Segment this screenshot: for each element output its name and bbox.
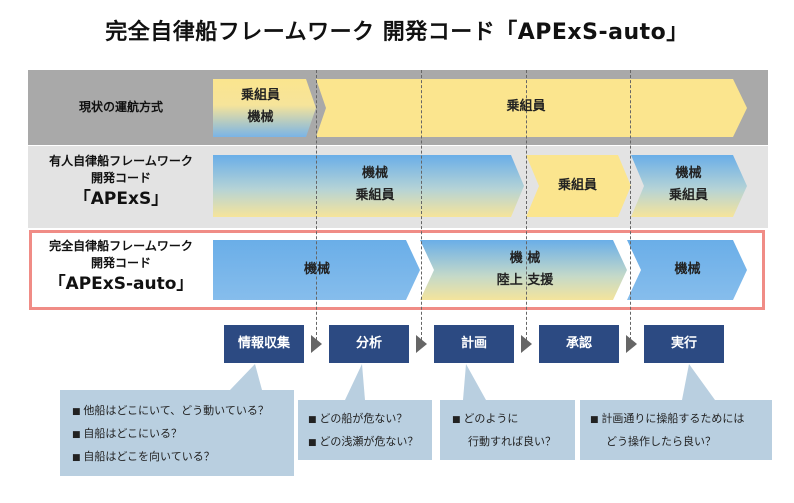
row-label-current-operation: 現状の運航方式 xyxy=(28,99,214,116)
step-approval: 承認 xyxy=(539,325,619,363)
bubble-item: どのように xyxy=(452,408,556,431)
row3-segment-arrow-3 xyxy=(627,240,747,300)
row-label-code: 「APExS」 xyxy=(73,189,169,209)
divider-line xyxy=(526,70,527,340)
bubble-item: 計画通りに操船するためには xyxy=(590,408,744,431)
row-label-apexs-auto: 完全自律船フレームワーク 開発コード 「APExS-auto」 xyxy=(28,238,214,296)
step-planning: 計画 xyxy=(434,325,514,363)
step-arrow-icon xyxy=(626,335,637,353)
segment-line: 機械 xyxy=(303,262,330,277)
segment-sub: 機械 xyxy=(247,110,274,125)
row1-segment-arrow-1 xyxy=(213,79,316,137)
row-label-line: 現状の運航方式 xyxy=(78,100,163,114)
segment-line: 乗組員 xyxy=(557,178,597,193)
row-label-line: 開発コード xyxy=(90,256,151,270)
step-arrow-icon xyxy=(521,335,532,353)
bubble-item: 自船はどこを向いている？ xyxy=(72,446,269,469)
row-label-apexs: 有人自律船フレームワーク 開発コード 「APExS」 xyxy=(28,153,214,211)
step-arrow-icon xyxy=(416,335,427,353)
row-label-line: 開発コード xyxy=(90,171,151,185)
bubble-item-continued: どう操作したら良い？ xyxy=(606,435,716,448)
segment-line: 乗組員 xyxy=(355,188,395,203)
row3-segment-1-label: 機械 xyxy=(262,259,372,281)
row3-segment-2-label: 機 械 陸上 支援 xyxy=(460,248,590,292)
segment-line: 機械 xyxy=(674,262,701,277)
row1-segment-2-label: 乗組員 xyxy=(326,96,726,118)
bubble-planning: どのように 行動すれば良い？ xyxy=(452,408,556,453)
bubble-analysis: どの船が危ない？ どの浅瀬が危ない？ xyxy=(308,408,418,454)
step-arrow-icon xyxy=(311,335,322,353)
segment-line: 乗組員 xyxy=(668,188,708,203)
segment-line: 機 械 xyxy=(509,251,541,266)
row3-segment-arrow-2 xyxy=(420,240,627,300)
step-information-gathering: 情報収集 xyxy=(224,325,304,363)
divider-line xyxy=(630,70,631,340)
row-label-line: 有人自律船フレームワーク xyxy=(49,154,193,168)
row-label-code: 「APExS-auto」 xyxy=(48,274,194,294)
segment-line: 機械 xyxy=(361,166,388,181)
step-execution: 実行 xyxy=(644,325,724,363)
step-analysis: 分析 xyxy=(329,325,409,363)
row2-segment-arrow-3 xyxy=(631,155,747,217)
row2-segment-arrow-2 xyxy=(526,155,631,217)
divider-line xyxy=(316,70,317,340)
bubble-item: どの船が危ない？ xyxy=(308,408,418,431)
row-label-line: 完全自律船フレームワーク xyxy=(49,239,193,253)
bubble-item: 自船はどこにいる？ xyxy=(72,423,269,446)
bubble-item-continued: 行動すれば良い？ xyxy=(468,435,556,448)
segment-sub: 陸上 支援 xyxy=(496,273,554,288)
bubble-information-gathering: 他船はどこにいて、どう動いている？ 自船はどこにいる？ 自船はどこを向いている？ xyxy=(72,400,269,469)
row3-segment-3-label: 機械 xyxy=(640,259,735,281)
bubble-execution: 計画通りに操船するためには どう操作したら良い？ xyxy=(590,408,744,453)
bubble-item: 他船はどこにいて、どう動いている？ xyxy=(72,400,268,423)
row2-segment-arrow-1 xyxy=(213,155,524,217)
row1-segment-1-label: 乗組員 機械 xyxy=(213,85,308,129)
segment-line: 機械 xyxy=(675,166,702,181)
divider-line xyxy=(421,70,422,340)
segment-line: 乗組員 xyxy=(506,99,546,114)
row2-segment-3-label: 機械 乗組員 xyxy=(641,163,736,207)
page-title: 完全自律船フレームワーク 開発コード「APExS-auto」 xyxy=(105,20,689,45)
row1-segment-arrow-2 xyxy=(316,79,747,137)
bubble-item: どの浅瀬が危ない？ xyxy=(308,431,418,454)
segment-line: 乗組員 xyxy=(240,88,280,103)
row2-segment-2-label: 乗組員 xyxy=(535,175,620,197)
row2-segment-1-label: 機械 乗組員 xyxy=(300,163,450,207)
